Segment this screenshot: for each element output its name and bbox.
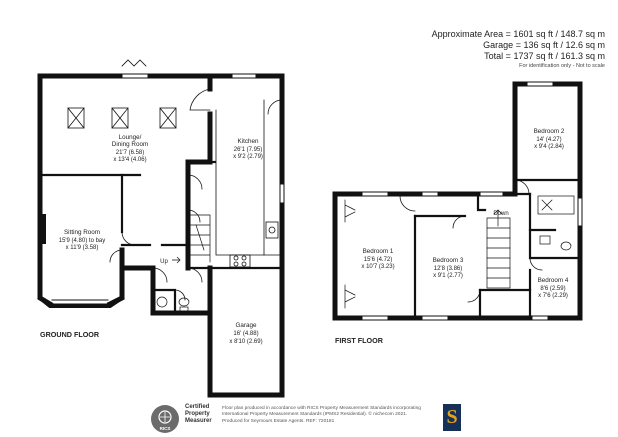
svg-text:RICS: RICS: [160, 426, 171, 431]
bedroom1-dim-1: 15'6 (4.72): [364, 257, 393, 263]
wc-icon: [156, 296, 190, 312]
first-floor-doors: [399, 179, 543, 303]
first-floor-windows: [359, 81, 583, 321]
note-line-1: Floor plan produced in accordance with R…: [222, 406, 421, 411]
bedroom4-dim-2: x 7'6 (2.29): [538, 293, 568, 299]
bedroom2-dim-2: x 9'4 (2.84): [534, 144, 564, 150]
bay-window: [37, 295, 125, 308]
garage-dim-2: x 8'10 (2.69): [229, 339, 262, 345]
first-stairs-down-label: Down: [493, 211, 508, 217]
first-floor-inner-walls: [413, 178, 582, 320]
bedroom3-dim-2: x 9'1 (2.77): [433, 273, 463, 279]
bedroom4-name: Bedroom 4: [538, 277, 569, 284]
bedroom3-dim-1: 12'8 (3.86): [434, 266, 463, 272]
sitting-room-name: Sitting Room: [64, 229, 100, 236]
sitting-room-dim-1: 15'9 (4.80) to bay: [59, 238, 106, 244]
total-area: Total = 1737 sq ft / 161.3 sq m: [484, 51, 605, 61]
ground-floor-doors: [109, 88, 283, 301]
garage-dim-1: 16' (4.88): [233, 331, 258, 337]
area-summary: Approximate Area = 1601 sq ft / 148.7 sq…: [432, 29, 605, 71]
first-floor-label: FIRST FLOOR: [335, 336, 384, 345]
ground-floor-label: GROUND FLOOR: [40, 330, 100, 339]
kitchen-name: Kitchen: [237, 138, 259, 145]
bifold-door-icon: [121, 59, 147, 67]
certified-line-3: Measurer: [185, 418, 212, 425]
arrow-right-icon: [172, 256, 181, 264]
sitting-room-dim-2: x 11'9 (3.58): [66, 245, 99, 251]
lounge-name-2: Dining Room: [112, 141, 148, 148]
kitchen-dim-1: 26'1 (7.95): [234, 147, 263, 153]
kitchen-units: [215, 99, 283, 268]
bedroom2-dim-1: 14' (4.27): [536, 137, 561, 143]
garage-name: Garage: [235, 322, 257, 329]
identification-note: For identification only - Not to scale: [519, 63, 605, 69]
lounge-dim-2: x 13'4 (4.06): [113, 157, 146, 163]
first-stairs-icon: [486, 209, 511, 289]
certified-property-measurer: Certified Property Measurer: [185, 404, 212, 426]
measurement-standards-note: Floor plan produced in accordance with R…: [222, 406, 421, 425]
bedroom4-dim-1: 8'6 (2.59): [540, 286, 565, 292]
fireplace-icon: [40, 214, 46, 244]
skylight-icons: [67, 107, 177, 129]
certified-line-2: Property: [185, 411, 210, 418]
garage-area: Garage = 136 sq ft / 12.6 sq m: [483, 40, 605, 50]
first-floor-walls: [332, 81, 583, 321]
wardrobe-icons: [344, 199, 356, 309]
bedroom1-name: Bedroom 1: [363, 248, 394, 255]
lounge-name-1: Lounge/: [119, 134, 142, 141]
ground-stairs-icon: [187, 214, 211, 263]
certified-line-1: Certified: [185, 404, 210, 410]
bedroom3-name: Bedroom 3: [433, 257, 464, 264]
kitchen-dim-2: x 9'2 (2.79): [233, 154, 263, 160]
seymours-logo: S: [443, 404, 461, 431]
bedroom1-dim-2: x 10'7 (3.23): [361, 264, 394, 270]
ground-stairs-up-label: Up: [160, 259, 168, 265]
note-line-2: International Property Measurement Stand…: [222, 412, 408, 418]
rics-logo-icon: RICS: [151, 405, 179, 433]
note-line-3: Produced for Seymours Estate Agents. REF…: [222, 418, 335, 424]
bedroom2-name: Bedroom 2: [534, 128, 565, 135]
bathroom-fixtures-icon: [537, 195, 575, 251]
approximate-area: Approximate Area = 1601 sq ft / 148.7 sq…: [431, 29, 605, 39]
seymours-logo-letter: S: [446, 406, 458, 428]
lounge-dim-1: 21'7 (6.58): [116, 150, 145, 156]
